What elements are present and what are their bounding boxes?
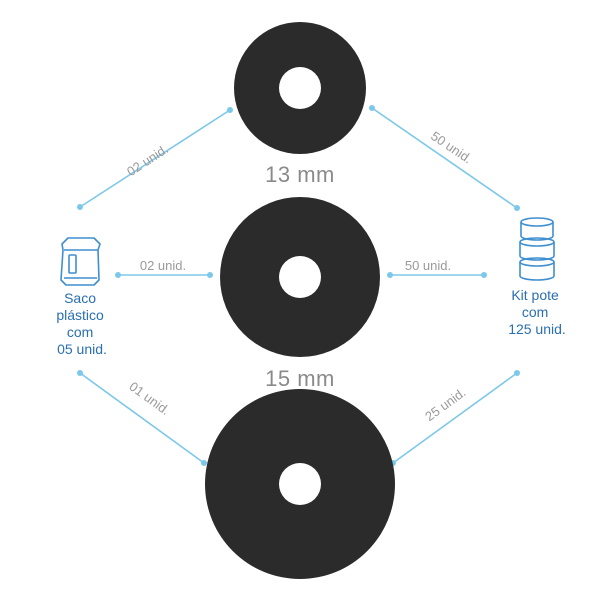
qty-bag-to-top: 02 unid. [124, 141, 171, 179]
size-label-medium: 15 mm [265, 366, 335, 391]
line-bottom-to-pot [392, 372, 518, 464]
qty-top-to-pot: 50 unid. [428, 128, 475, 166]
washer-large [205, 389, 395, 579]
line-bag-to-bottom [79, 372, 205, 464]
dot [369, 105, 375, 111]
connector-dots [77, 105, 520, 466]
line-bag-to-top [79, 109, 231, 208]
washer-medium [220, 197, 380, 357]
washer-small-hole [279, 67, 321, 109]
dot [514, 205, 520, 211]
dot [387, 272, 393, 278]
qty-middle-to-pot: 50 unid. [405, 258, 451, 273]
washer-medium-hole [279, 256, 321, 298]
pot-kit-icon [519, 217, 555, 281]
dot [201, 460, 207, 466]
dot [77, 204, 83, 210]
dot [514, 370, 520, 376]
dot [481, 272, 487, 278]
dot [207, 272, 213, 278]
dot [227, 107, 233, 113]
plastic-bag-icon [60, 237, 101, 286]
dot [77, 370, 83, 376]
qty-bag-to-middle: 02 unid. [140, 258, 186, 273]
pot-caption: Kit pote com 125 unid. [508, 287, 566, 337]
size-label-small: 13 mm [265, 162, 335, 187]
dot [115, 272, 121, 278]
connector-lines [79, 107, 518, 464]
bag-caption: Saco plástico com 05 unid. [56, 290, 107, 357]
washer-small [234, 22, 366, 154]
qty-bottom-to-pot: 25 unid. [422, 385, 468, 424]
washer-large-hole [279, 463, 321, 505]
line-top-to-pot [371, 107, 518, 209]
